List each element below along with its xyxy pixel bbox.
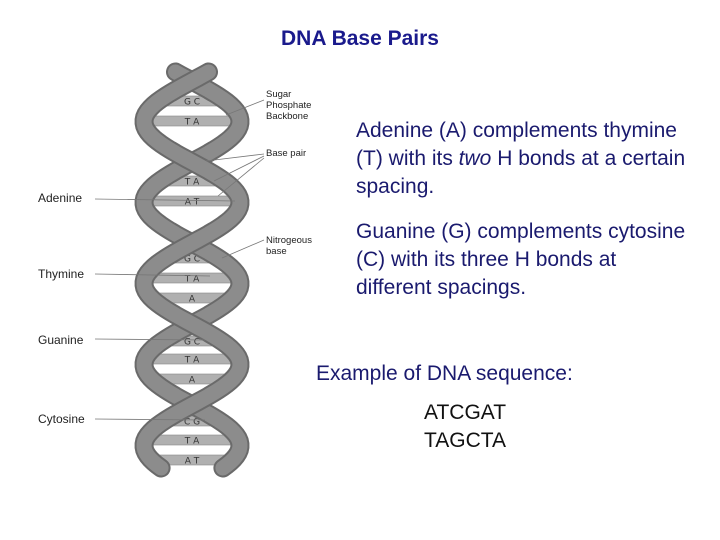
label-nitrogenous-line-2: base bbox=[266, 246, 287, 257]
label-nitrogenous-line-1: Nitrogeous bbox=[266, 235, 312, 246]
sugar-phosphate-strands bbox=[134, 62, 250, 478]
rung-label: C G bbox=[184, 418, 200, 428]
adenine-thymine-text: Adenine (A) complements thymine (T) with… bbox=[356, 117, 696, 201]
pointer-base-pair-1 bbox=[205, 153, 265, 162]
sequence-top: ATCGAT bbox=[424, 401, 507, 424]
rung-label: A T bbox=[185, 457, 200, 467]
rung-label: G C bbox=[184, 98, 200, 108]
rung-label: G C bbox=[184, 255, 200, 265]
label-cytosine: Cytosine bbox=[38, 412, 85, 426]
strand-back bbox=[136, 64, 248, 476]
rung-label: T A bbox=[184, 118, 200, 128]
label-backbone-line-2: Phosphate bbox=[266, 100, 312, 111]
dna-double-helix-diagram: G CT AG CT AA TG CT AAG CT AAC GT AA T bbox=[94, 62, 265, 478]
rung-label: T A bbox=[184, 437, 200, 447]
example-heading: Example of DNA sequence: bbox=[316, 362, 573, 385]
rung-label: T A bbox=[184, 275, 200, 285]
pointer-thymine bbox=[94, 273, 211, 277]
rung-label: A T bbox=[185, 198, 200, 208]
label-nitrogenous-base: Nitrogeous base bbox=[266, 235, 312, 257]
rung-label: A bbox=[189, 376, 196, 386]
p1-part-a: Adenine (A) complements thymine (T) with… bbox=[356, 119, 677, 170]
pointer-backbone bbox=[225, 99, 265, 116]
pointer-lines bbox=[94, 99, 265, 421]
label-backbone-line-1: Sugar bbox=[266, 89, 292, 100]
pointer-base-pair-3 bbox=[217, 157, 265, 197]
p1-part-b: H bonds at a certain spacing. bbox=[356, 147, 686, 198]
slide-title: DNA Base Pairs bbox=[281, 27, 439, 50]
label-guanine: Guanine bbox=[38, 333, 84, 347]
pointer-adenine bbox=[94, 198, 236, 202]
p1-emphasis: two bbox=[458, 147, 492, 170]
pointer-guanine bbox=[94, 338, 206, 341]
label-adenine: Adenine bbox=[38, 191, 83, 205]
label-base-pair: Base pair bbox=[266, 148, 307, 159]
label-thymine: Thymine bbox=[38, 267, 85, 281]
rung-label: T A bbox=[184, 356, 200, 366]
pointer-nitrogenous bbox=[221, 239, 265, 259]
guanine-cytosine-text: Guanine (G) complements cytosine (C) wit… bbox=[356, 220, 686, 299]
pointer-base-pair-2 bbox=[213, 155, 265, 182]
rung-label: G C bbox=[184, 338, 200, 348]
label-backbone-line-3: Backbone bbox=[266, 111, 309, 122]
rung-label: A bbox=[189, 295, 196, 305]
pointer-cytosine bbox=[94, 418, 206, 421]
rung-label: T A bbox=[184, 178, 200, 188]
label-sugar-phosphate-backbone: Sugar Phosphate Backbone bbox=[266, 89, 311, 122]
sequence-bottom: TAGCTA bbox=[424, 429, 507, 452]
